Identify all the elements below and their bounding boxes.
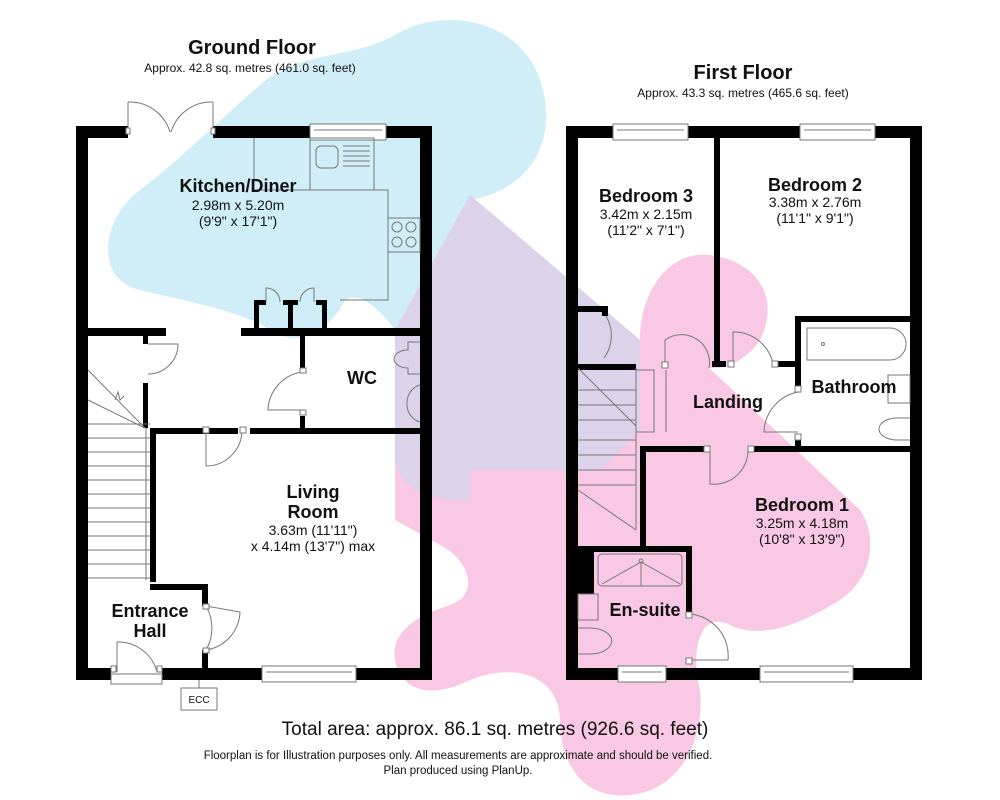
room-entrance-hall: Entrance Hall: [111, 601, 188, 641]
room-kitchen-diner: Kitchen/Diner 2.98m x 5.20m (9'9" x 17'1…: [179, 176, 296, 229]
room-name: Landing: [693, 392, 763, 412]
room-name-line1: Living: [287, 482, 340, 502]
patio-door-left: [127, 101, 171, 133]
room-name: WC: [347, 368, 377, 388]
room-landing: Landing: [693, 392, 763, 412]
bathroom-door: [763, 391, 799, 433]
room-dimensions-imperial: (10'8" x 13'9"): [759, 531, 845, 547]
bath-icon: [806, 327, 907, 361]
wc-basin-icon: [406, 384, 421, 423]
room-bedroom-1: Bedroom 1 3.25m x 4.18m (10'8" x 13'9"): [755, 495, 849, 547]
front-door-step: [110, 673, 163, 685]
room-name: Bedroom 1: [755, 495, 849, 515]
bedroom3-window: [612, 123, 689, 141]
room-name-line1: Entrance: [111, 601, 188, 621]
room-name-line2: Hall: [133, 621, 166, 641]
room-dimensions-metric: 2.98m x 5.20m: [192, 197, 285, 213]
ensuite-toilet-icon: [578, 627, 613, 655]
bedroom1-door: [709, 449, 749, 485]
drainer: [343, 145, 370, 167]
room-wc: WC: [347, 368, 377, 388]
watermark-overlap: [395, 195, 640, 500]
kitchen-worktop: [253, 138, 389, 301]
room-dimensions-imperial: (11'1" x 9'1"): [776, 210, 853, 226]
living-room-door: [205, 429, 243, 467]
bedroom2-door: [732, 331, 774, 365]
ground-floor-title: Ground Floor: [188, 37, 316, 59]
first-floor-title: First Floor: [694, 62, 793, 84]
ground-floor-walls: [76, 126, 432, 680]
ensuite-window: [617, 665, 667, 683]
hall-door: [147, 343, 179, 375]
ground-floor-stairs: [87, 369, 150, 580]
room-dimensions-line2: x 4.14m (13'7") max: [251, 538, 375, 554]
wc-toilet-icon: [393, 341, 420, 375]
first-floor-stairs: [577, 367, 667, 531]
bathroom-toilet-icon: [878, 417, 910, 441]
ensuite-door: [689, 613, 729, 661]
room-bathroom: Bathroom: [812, 377, 897, 397]
room-name: Bedroom 3: [599, 186, 693, 206]
room-bedroom-2: Bedroom 2 3.38m x 2.76m (11'1" x 9'1"): [768, 175, 862, 226]
bedroom3-door: [664, 334, 710, 369]
disclaimer: Floorplan is for Illustration purposes o…: [204, 750, 713, 762]
first-floor-walls: [566, 126, 922, 680]
room-name: Kitchen/Diner: [179, 176, 296, 196]
ecc-box: [180, 687, 218, 711]
cupboard-door-1: [265, 287, 281, 303]
room-bedroom-3: Bedroom 3 3.42m x 2.15m (11'2" x 7'1"): [599, 186, 693, 238]
ecc-label: ECC: [188, 695, 209, 706]
ensuite-basin-icon: [577, 593, 599, 621]
ground-floor-fixtures: [87, 101, 421, 711]
total-area: Total area: approx. 86.1 sq. metres (926…: [282, 719, 709, 740]
sink-icon: [315, 145, 339, 169]
hob-icon: [387, 217, 421, 253]
room-name-line2: Room: [288, 502, 339, 522]
entrance-internal-door: [205, 605, 213, 651]
ground-floor-area: Approx. 42.8 sq. metres (461.0 sq. feet): [144, 61, 355, 75]
room-dimensions-metric: 3.42m x 2.15m: [600, 206, 693, 222]
cupboard-door-2: [299, 287, 315, 303]
room-name: Bathroom: [812, 377, 897, 397]
room-dimensions-line1: 3.63m (11'11"): [269, 522, 358, 538]
bedroom2-window: [799, 123, 876, 141]
front-door: [116, 641, 158, 673]
first-floor-area: Approx. 43.3 sq. metres (465.6 sq. feet): [637, 86, 848, 100]
bathroom-basin-icon: [887, 374, 911, 404]
room-en-suite: En-suite: [609, 600, 680, 620]
kitchen-window: [309, 123, 387, 141]
room-name: Bedroom 2: [768, 175, 862, 195]
patio-door-right: [170, 101, 214, 133]
living-room-window: [261, 665, 357, 683]
wc-door: [267, 371, 303, 411]
credit: Plan produced using PlanUp.: [384, 765, 533, 777]
first-floor-fixtures: [577, 123, 911, 683]
room-dimensions-imperial: (9'9" x 17'1"): [199, 213, 277, 229]
bedroom1-window: [759, 665, 854, 683]
room-living-room: Living Room 3.63m (11'11") x 4.14m (13'7…: [251, 482, 375, 554]
watermark-logo: [108, 20, 871, 796]
room-dimensions-imperial: (11'2" x 7'1"): [607, 222, 684, 238]
room-dimensions-metric: 3.25m x 4.18m: [756, 515, 849, 531]
cupboard-door: [603, 315, 612, 359]
room-dimensions-metric: 3.38m x 2.76m: [769, 194, 862, 210]
room-name: En-suite: [609, 600, 680, 620]
shower-tray-icon: [597, 553, 683, 587]
